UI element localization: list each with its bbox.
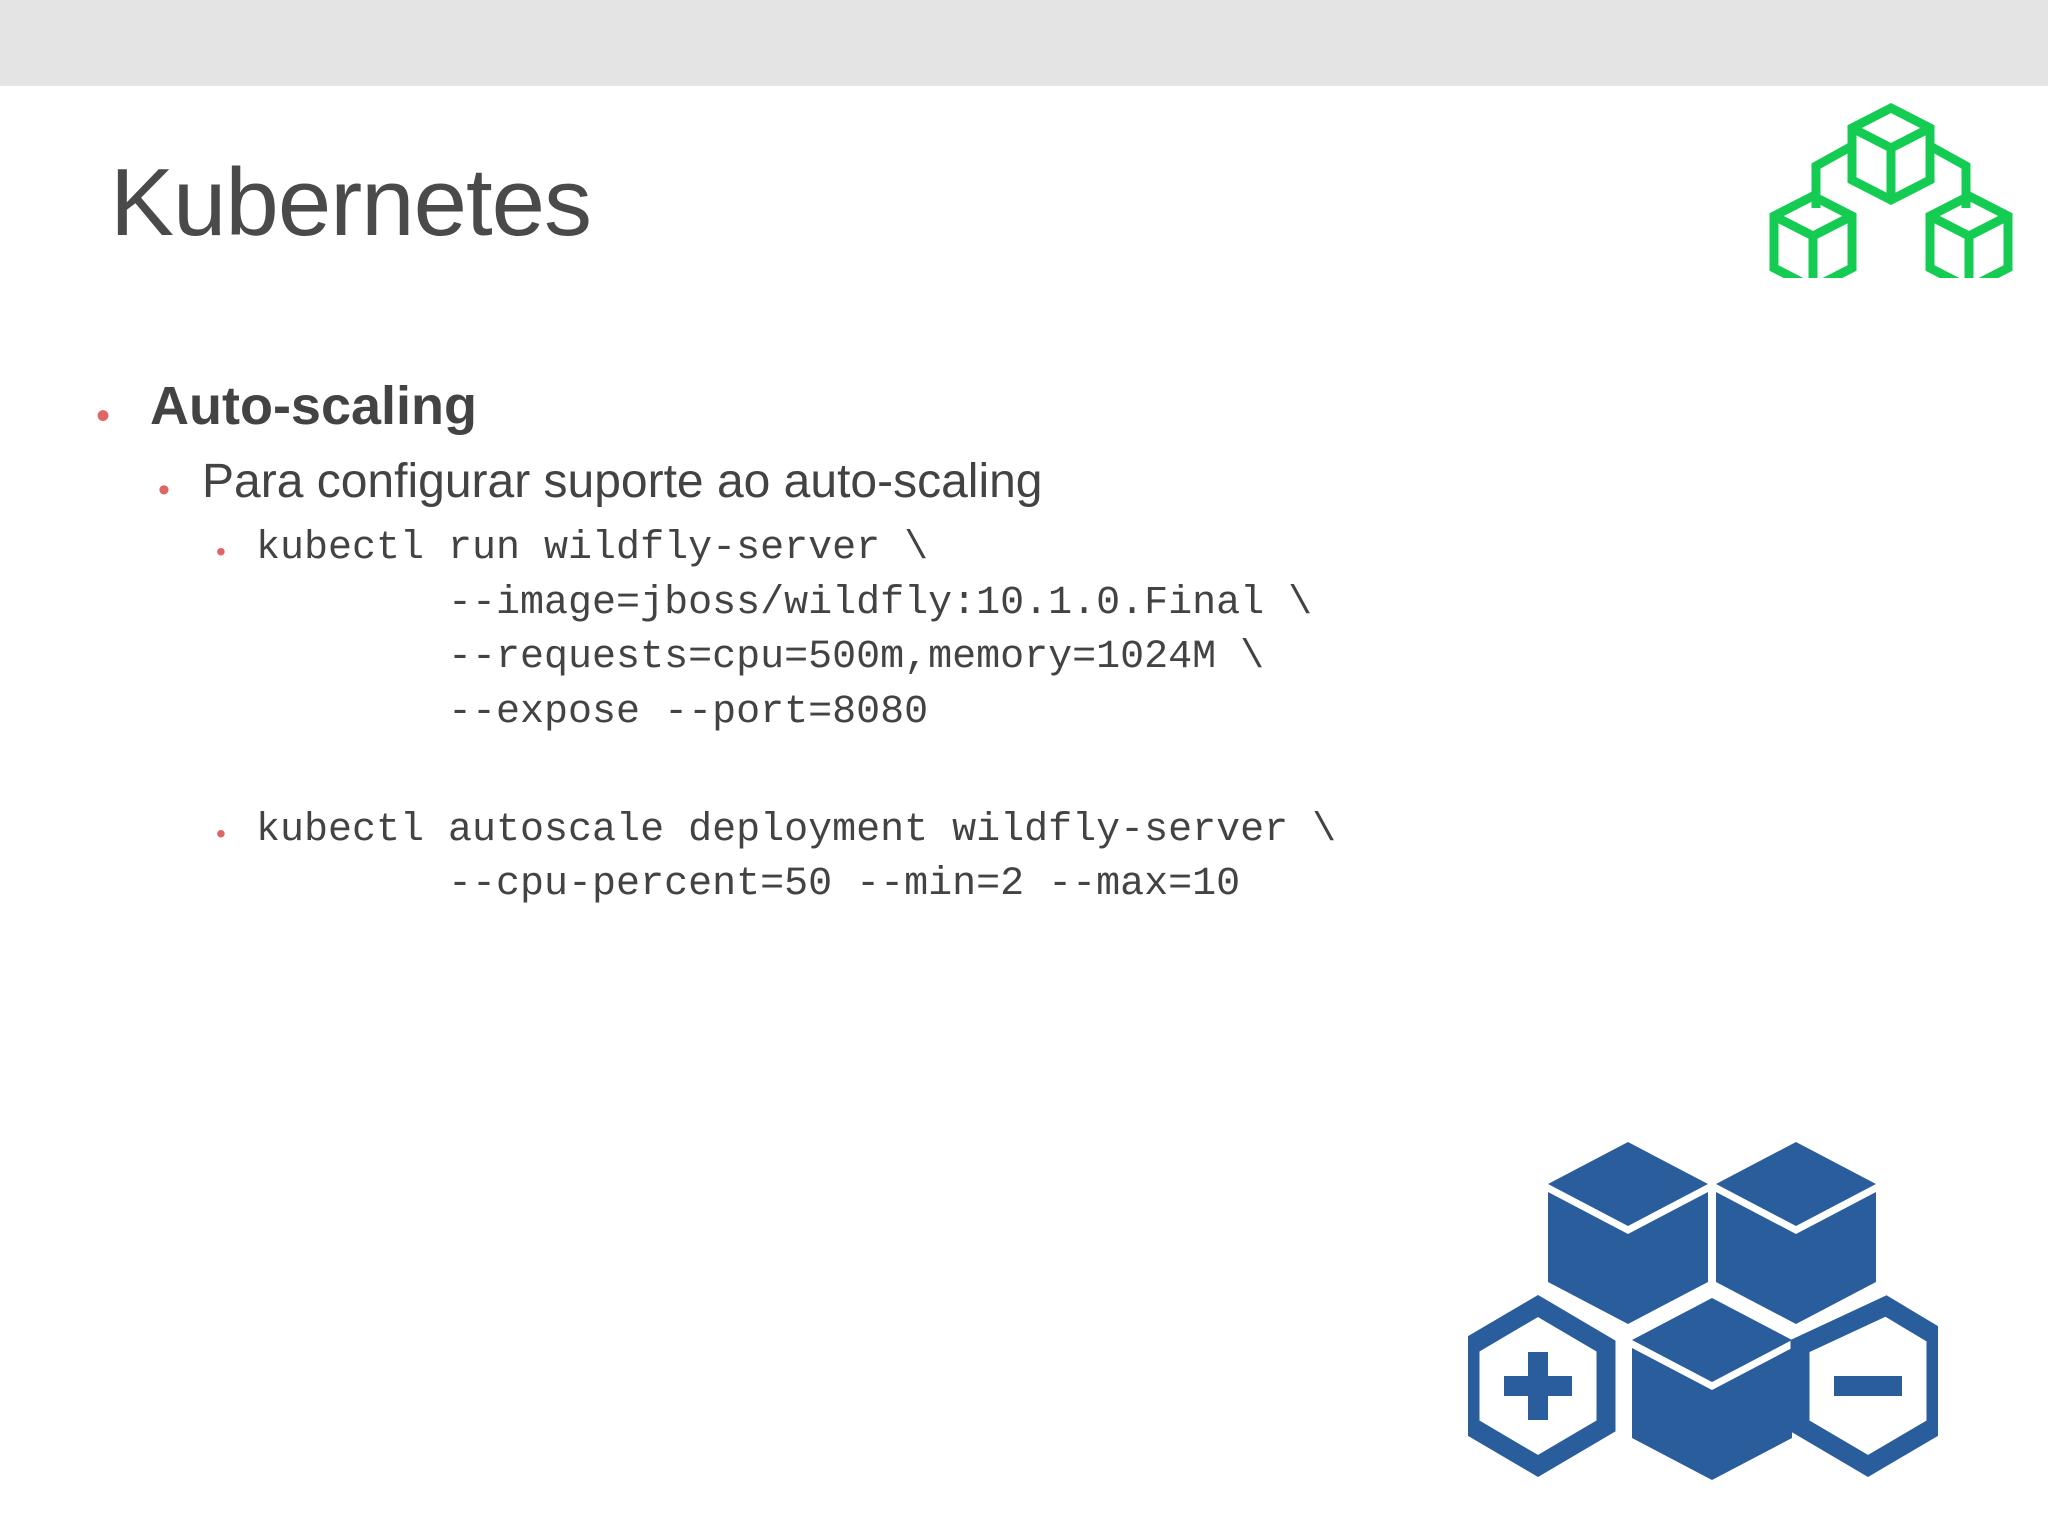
plus-hexagon — [1460, 1294, 1616, 1478]
bullet-dot-icon: • — [216, 817, 226, 849]
command-line: --cpu-percent=50 --min=2 --max=10 — [256, 862, 1241, 908]
viewer-top-bar — [0, 0, 2048, 86]
bullet-level1-auto-scaling: • Auto-scaling — [96, 374, 1656, 439]
minus-hexagon — [1790, 1295, 1946, 1478]
command-text-run: kubectl run wildfly-server \ --image=jbo… — [256, 522, 1312, 740]
command-line: --expose --port=8080 — [256, 689, 929, 735]
page-title: Kubernetes — [110, 149, 592, 256]
bullet-level2-label: Para configurar suporte ao auto-scaling — [202, 454, 1043, 508]
command-text-autoscale: kubectl autoscale deployment wildfly-ser… — [256, 804, 1336, 913]
command-block-run: • kubectl run wildfly-server \ --image=j… — [216, 522, 1656, 740]
bullet-dot-icon: • — [158, 470, 170, 509]
command-block-autoscale: • kubectl autoscale deployment wildfly-s… — [216, 804, 1656, 913]
command-line: --image=jboss/wildfly:10.1.0.Final \ — [256, 580, 1313, 626]
kubernetes-cubes-logo — [1756, 88, 2026, 294]
bullet-dot-icon: • — [216, 536, 226, 568]
code-spacer — [96, 740, 1656, 804]
slide-body: • Auto-scaling • Para configurar suporte… — [96, 374, 1656, 913]
command-line: --requests=cpu=500m,memory=1024M \ — [256, 635, 1265, 681]
bullet-level1-label: Auto-scaling — [150, 376, 478, 436]
bullet-dot-icon: • — [96, 394, 111, 438]
bullet-level2-para-configurar: • Para configurar suporte ao auto-scalin… — [158, 453, 1656, 511]
autoscale-boxes-icon — [1460, 1134, 1946, 1494]
command-line: kubectl autoscale deployment wildfly-ser… — [256, 807, 1337, 853]
command-line: kubectl run wildfly-server \ — [256, 526, 929, 572]
